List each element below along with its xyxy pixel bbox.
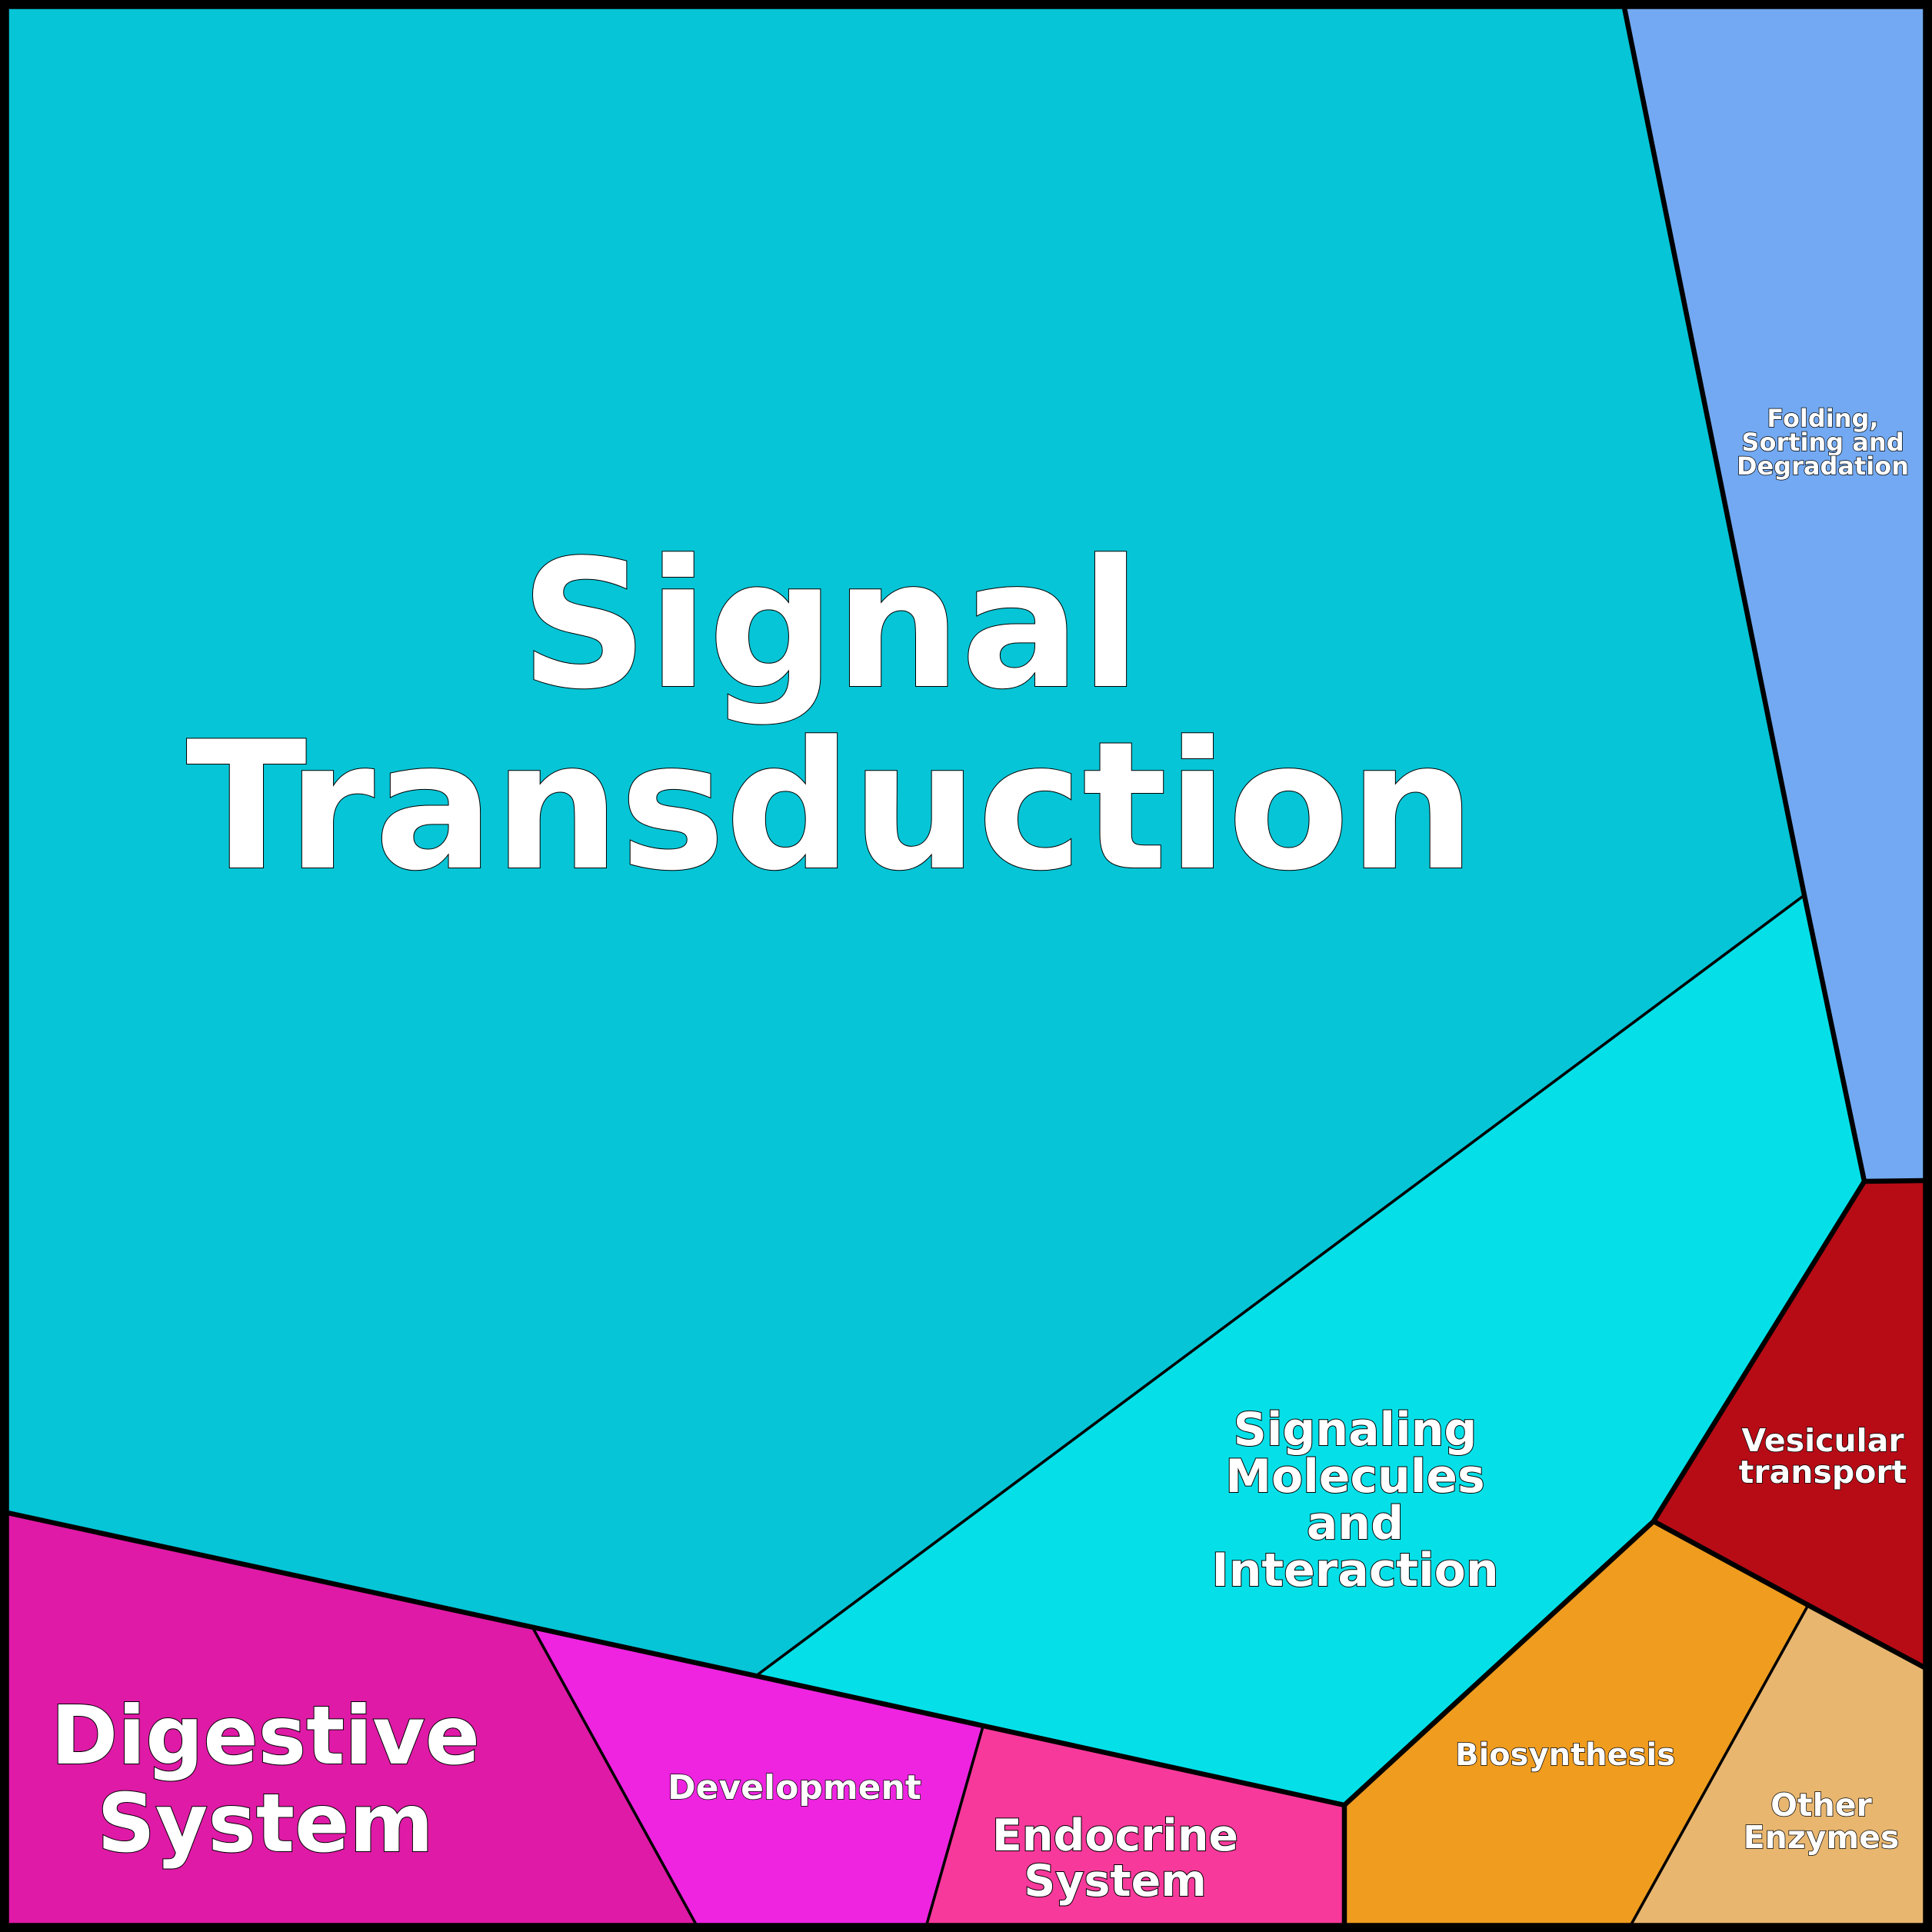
label-line-signal-transduction-1: Transduction	[186, 705, 1475, 910]
label-line-biosynthesis-0: Biosynthesis	[1455, 1737, 1675, 1773]
label-line-vesicular-transport-0: Vesicular	[1741, 1422, 1904, 1459]
label-line-signaling-molecules-interaction-0: Signaling	[1234, 1403, 1477, 1457]
label-line-folding-sorting-degradation-0: Folding,	[1767, 404, 1878, 433]
label-line-signaling-molecules-interaction-3: Interaction	[1211, 1544, 1498, 1597]
label-line-other-enzymes-0: Other	[1770, 1787, 1872, 1824]
label-line-other-enzymes-1: Enzymes	[1744, 1819, 1900, 1856]
label-line-digestive-system-1: System	[97, 1777, 433, 1870]
label-line-folding-sorting-degradation-1: Sorting and	[1741, 428, 1904, 457]
label-biosynthesis: Biosynthesis	[1455, 1737, 1675, 1773]
label-line-endocrine-system-0: Endocrine	[992, 1810, 1238, 1861]
label-line-development-0: Development	[668, 1768, 921, 1807]
cells-layer	[6, 6, 1926, 1926]
label-line-endocrine-system-1: System	[1024, 1856, 1206, 1907]
label-line-vesicular-transport-1: transport	[1739, 1454, 1907, 1491]
label-line-digestive-system-0: Digestive	[51, 1689, 480, 1783]
label-line-signaling-molecules-interaction-1: Molecules	[1225, 1450, 1484, 1504]
label-line-signal-transduction-0: Signal	[521, 523, 1141, 728]
group-divider-2	[1652, 1519, 1926, 1670]
label-line-signaling-molecules-interaction-2: and	[1307, 1497, 1404, 1551]
label-development: Development	[668, 1768, 921, 1807]
label-line-folding-sorting-degradation-2: Degradation	[1737, 451, 1909, 481]
